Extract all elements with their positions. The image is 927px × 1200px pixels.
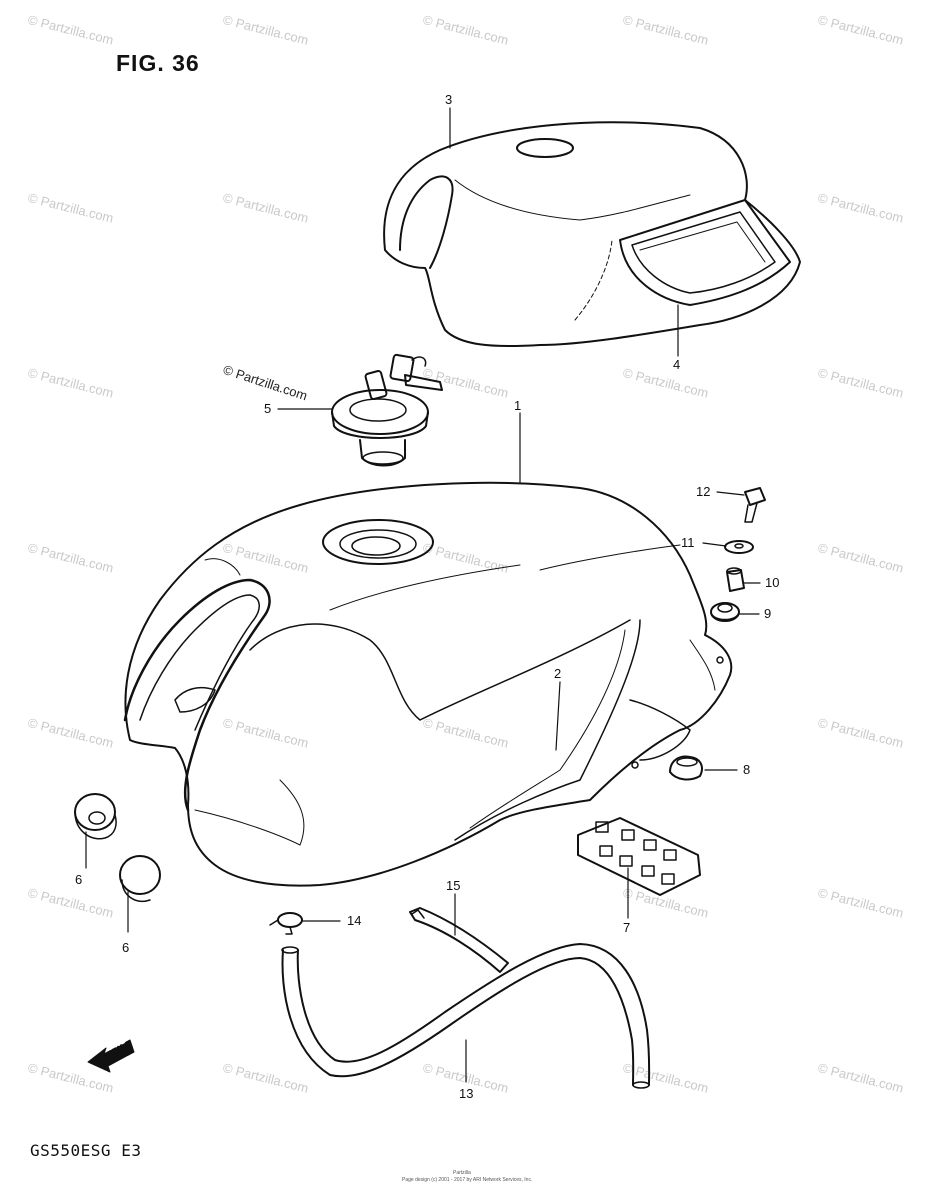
leader-lines (85, 107, 761, 1083)
washer-part-11 (724, 540, 754, 554)
cushion-part-8 (669, 755, 703, 781)
callout-2[interactable]: 2 (554, 666, 562, 681)
model-code: GS550ESG E3 (30, 1141, 142, 1160)
footer-line-1: Partzilla (453, 1170, 471, 1176)
callout-12[interactable]: 12 (696, 484, 711, 499)
grommet-part-9 (710, 602, 740, 622)
damper-part-7 (577, 817, 701, 896)
callout-11[interactable]: 11 (681, 535, 695, 550)
callout-15[interactable]: 15 (446, 878, 461, 893)
callout-7[interactable]: 7 (623, 920, 631, 935)
strap-part-15 (409, 907, 509, 973)
fuel-cap-part-5 (331, 353, 443, 467)
footer-line-2: Page design (c) 2001 - 2017 by ARI Netwo… (402, 1177, 533, 1183)
clip-part-14 (269, 912, 303, 935)
callout-5[interactable]: 5 (264, 401, 272, 416)
figure-title: FIG. 36 (116, 50, 200, 76)
cushion-part-6b (119, 855, 161, 902)
fuel-tank-part-1 (123, 481, 733, 887)
callout-4[interactable]: 4 (673, 357, 681, 372)
callout-13[interactable]: 13 (459, 1086, 474, 1101)
callout-14[interactable]: 14 (347, 913, 362, 928)
tank-cover-part-3 (383, 121, 801, 348)
callout-6a[interactable]: 6 (75, 872, 83, 887)
spacer-part-10 (726, 567, 745, 592)
hose-part-13 (281, 943, 651, 1089)
callout-3[interactable]: 3 (445, 92, 453, 107)
callout-9[interactable]: 9 (764, 606, 772, 621)
callout-1[interactable]: 1 (514, 398, 522, 413)
callout-10[interactable]: 10 (765, 575, 780, 590)
callout-6b[interactable]: 6 (122, 940, 130, 955)
callout-8[interactable]: 8 (743, 762, 751, 777)
forward-arrow-icon (87, 1039, 135, 1073)
grommet-part-6a (74, 793, 117, 840)
bolt-part-12 (744, 487, 766, 523)
